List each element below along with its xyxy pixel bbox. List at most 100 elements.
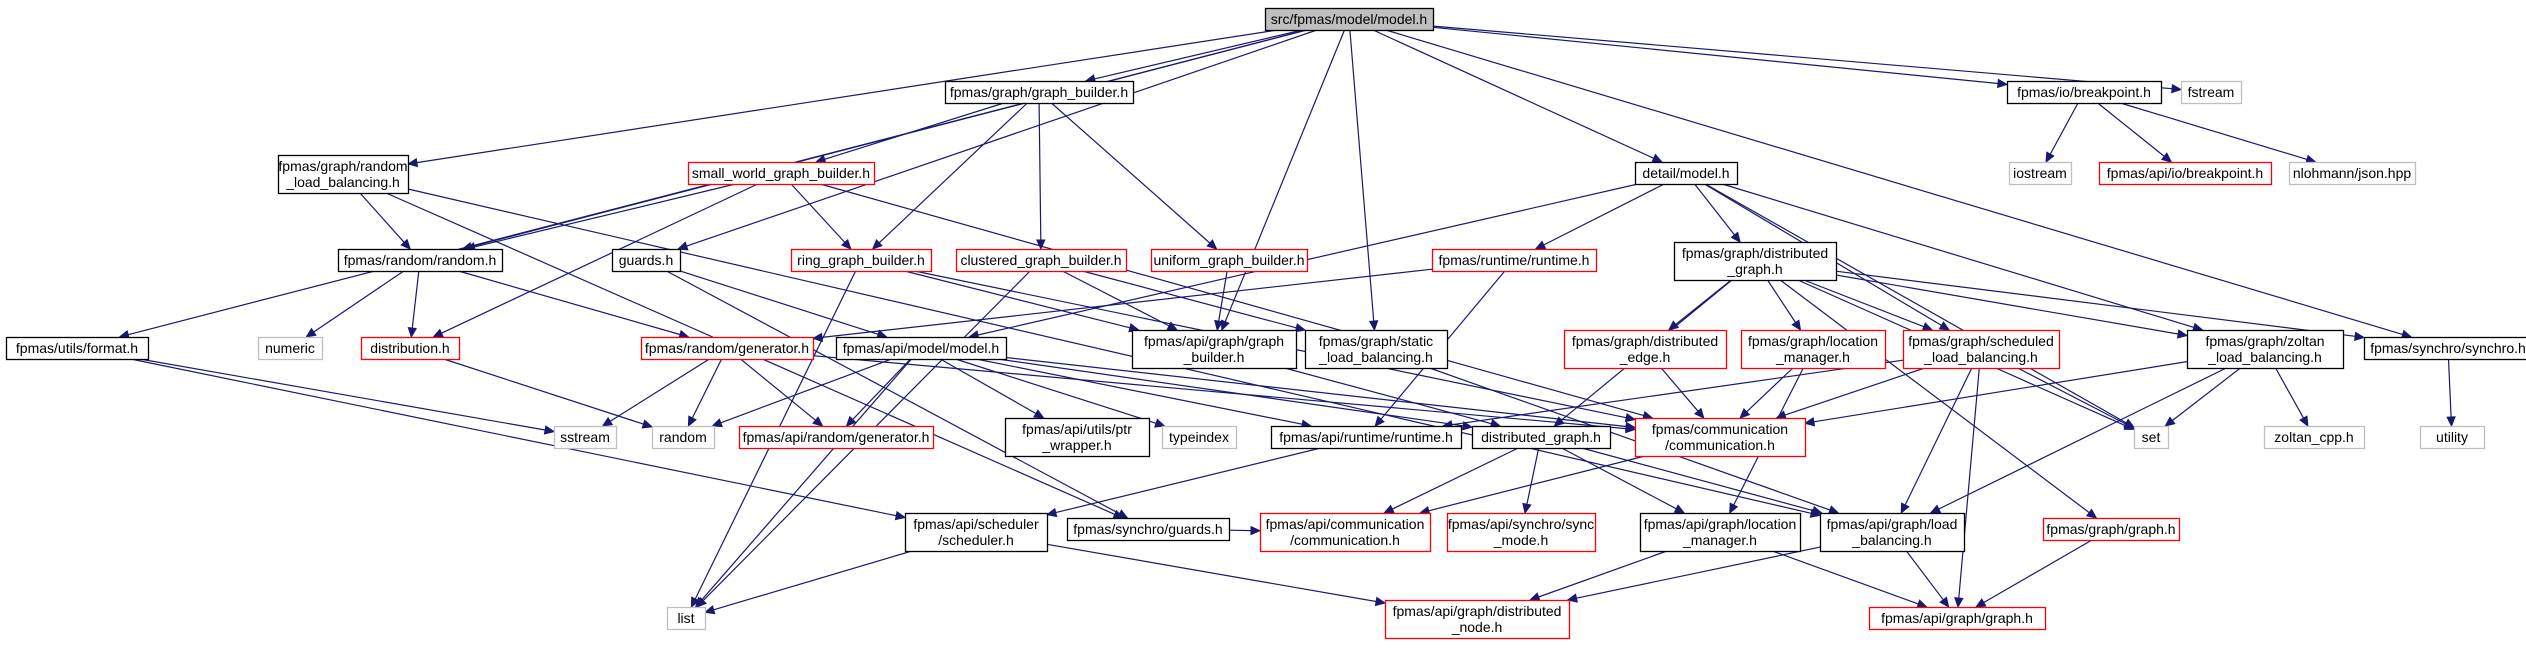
- edge-root-to-api_graph_builder: [1220, 29, 1346, 332]
- node-dist-node[interactable]: fpmas/api/graph/distributed_node.h: [1384, 599, 1571, 640]
- edge-arrowhead: [1900, 502, 1910, 515]
- node-scheduler[interactable]: fpmas/api/scheduler/scheduler.h: [904, 512, 1049, 553]
- edge-line: [1803, 279, 1925, 328]
- node-api-load-balancing[interactable]: fpmas/api/graph/load_balancing.h: [1819, 512, 1966, 553]
- node-label: fpmas/io/breakpoint.h: [2017, 84, 2151, 100]
- node-distributed-graph[interactable]: distributed_graph.h: [1471, 425, 1612, 450]
- node-ring[interactable]: ring_graph_builder.h: [790, 248, 933, 273]
- edge-small_world-to-ring: [790, 183, 852, 250]
- node-label: fpmas/api/graph/location: [1644, 516, 1797, 532]
- node-zoltan-lb[interactable]: fpmas/graph/zoltan_load_balancing.h: [2186, 329, 2345, 370]
- node-graph-distributed[interactable]: fpmas/graph/distributed_graph.h: [1673, 241, 1838, 282]
- node-clustered[interactable]: clustered_graph_builder.h: [955, 248, 1128, 273]
- edge-arrowhead: [2085, 508, 2098, 519]
- node-runtime-runtime[interactable]: fpmas/runtime/runtime.h: [1431, 248, 1598, 273]
- node-box: [666, 606, 707, 631]
- node-api-io-breakpoint[interactable]: fpmas/api/io/breakpoint.h: [2098, 161, 2273, 186]
- node-guards[interactable]: guards.h: [611, 248, 682, 273]
- node-random-generator[interactable]: fpmas/random/generator.h: [640, 336, 815, 361]
- edge-distributed_graph-to-api_load_balancing: [1581, 447, 1823, 516]
- node-communication[interactable]: fpmas/communication/communication.h: [1634, 417, 1807, 458]
- edge-api_model-to-ptr_wrapper: [940, 358, 1045, 419]
- node-label: fpmas/graph/zoltan: [2205, 333, 2324, 349]
- node-distribution[interactable]: distribution.h: [360, 336, 461, 361]
- node-box: [5, 336, 150, 361]
- node-random-lb[interactable]: fpmas/graph/random_load_balancing.h: [277, 154, 410, 195]
- edge-small_world-to-random_random: [464, 183, 736, 252]
- node-box: [1639, 512, 1802, 553]
- edge-arrowhead: [1553, 416, 1565, 427]
- node-label: iostream: [2013, 165, 2067, 181]
- edge-arrowhead: [1625, 421, 1637, 432]
- node-dist-edge[interactable]: fpmas/graph/distributed_edge.h: [1563, 329, 1728, 370]
- edge-graph_distributed-to-loc_manager: [1766, 279, 1802, 332]
- node-ptr-wrapper[interactable]: fpmas/api/utils/ptr_wrapper.h: [1004, 417, 1151, 458]
- node-label: fstream: [2188, 84, 2235, 100]
- edge-line: [790, 183, 846, 243]
- node-synchro[interactable]: fpmas/synchro/synchro.h: [2363, 336, 2526, 361]
- node-small-world[interactable]: small_world_graph_builder.h: [687, 161, 876, 186]
- node-graph-builder[interactable]: fpmas/graph/graph_builder.h: [944, 80, 1135, 105]
- node-zoltan-cpp: zoltan_cpp.h: [2263, 425, 2366, 450]
- edge-root-to-detail_model: [1372, 29, 1664, 163]
- node-box: [790, 248, 933, 273]
- node-uniform[interactable]: uniform_graph_builder.h: [1150, 248, 1309, 273]
- node-api-model[interactable]: fpmas/api/model/model.h: [835, 336, 1008, 361]
- node-api-random-gen[interactable]: fpmas/api/random/generator.h: [738, 425, 935, 450]
- node-label: fpmas/communication: [1652, 421, 1788, 437]
- node-label: set: [2142, 429, 2161, 445]
- node-box: [2180, 80, 2243, 105]
- node-loc-manager[interactable]: fpmas/graph/location_manager.h: [1740, 329, 1887, 370]
- node-utility: utility: [2419, 425, 2486, 450]
- node-box: [1563, 329, 1728, 370]
- edge-line: [1784, 367, 1925, 416]
- edge-arrowhead: [601, 416, 614, 427]
- edge-line: [1392, 447, 1519, 510]
- edge-arrowhead: [1374, 415, 1385, 427]
- edge-arrowhead: [1739, 407, 1751, 419]
- node-static-lb[interactable]: fpmas/graph/static_load_balancing.h: [1304, 329, 1449, 370]
- node-graph-graph[interactable]: fpmas/graph/graph.h: [2042, 517, 2181, 542]
- edge-line: [1905, 550, 1944, 601]
- edge-distributed_graph-to-api_loc_manager: [1561, 447, 1686, 514]
- edge-line: [1051, 102, 1211, 244]
- node-box: [955, 248, 1128, 273]
- node-numeric: numeric: [257, 336, 324, 361]
- node-label: fpmas/graph/graph.h: [2046, 521, 2175, 537]
- node-api-runtime[interactable]: fpmas/api/runtime/runtime.h: [1270, 425, 1463, 450]
- edge-line: [130, 358, 897, 517]
- node-fstream: fstream: [2180, 80, 2243, 105]
- edge-arrowhead: [690, 596, 700, 609]
- node-random-random[interactable]: fpmas/random/random.h: [337, 248, 504, 273]
- node-api-comm[interactable]: fpmas/api/communication/communication.h: [1259, 512, 1432, 553]
- node-api-graph-builder[interactable]: fpmas/api/graph/graph_builder.h: [1131, 329, 1298, 370]
- node-api-loc-manager[interactable]: fpmas/api/graph/location_manager.h: [1639, 512, 1802, 553]
- edge-line: [416, 29, 1278, 164]
- node-detail-model[interactable]: detail/model.h: [1634, 161, 1739, 186]
- node-io-breakpoint[interactable]: fpmas/io/breakpoint.h: [2006, 80, 2163, 105]
- edge-root-to-fstream: [1432, 25, 2183, 94]
- node-box: [1819, 512, 1966, 553]
- node-sched-lb[interactable]: fpmas/graph/scheduled_load_balancing.h: [1902, 329, 2061, 370]
- node-box: [1131, 329, 1298, 370]
- node-api-graph-graph[interactable]: fpmas/api/graph/graph.h: [1868, 606, 2047, 631]
- edge-arrowhead: [1033, 409, 1045, 419]
- node-box: [1634, 161, 1739, 186]
- node-label: uniform_graph_builder.h: [1154, 252, 1305, 268]
- edge-line: [441, 183, 758, 334]
- node-label: /communication.h: [1665, 437, 1775, 453]
- edge-line: [2017, 367, 2127, 425]
- node-label: fpmas/graph/scheduled: [1908, 333, 2054, 349]
- node-sstream: sstream: [553, 425, 618, 450]
- node-box: [738, 425, 935, 450]
- node-label: sstream: [560, 429, 610, 445]
- node-synchro-guards[interactable]: fpmas/synchro/guards.h: [1066, 517, 1231, 542]
- edge-line: [1722, 183, 2195, 328]
- node-root[interactable]: src/fpmas/model/model.h: [1264, 7, 1435, 32]
- edge-arrowhead: [1206, 239, 1218, 250]
- node-box: [640, 336, 815, 361]
- edge-line: [2447, 358, 2452, 418]
- edge-line: [1055, 447, 1321, 514]
- node-utils-format[interactable]: fpmas/utils/format.h: [5, 336, 150, 361]
- node-sync-mode[interactable]: fpmas/api/synchro/sync_mode.h: [1446, 512, 1597, 553]
